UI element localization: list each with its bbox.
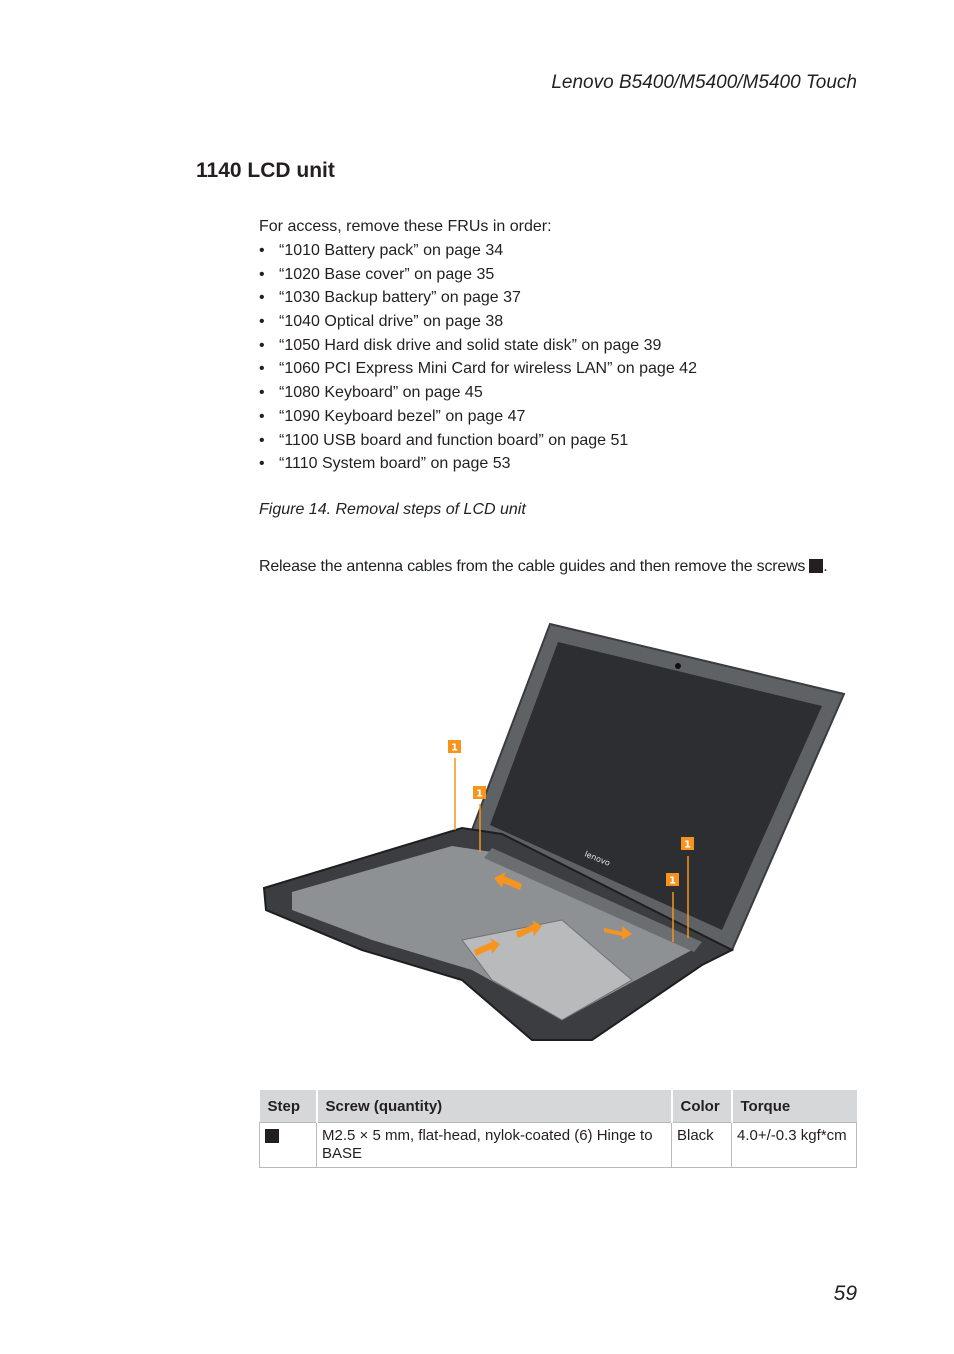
callout-1 [473, 786, 486, 799]
instruction-text: Release the antenna cables from the cabl… [259, 558, 828, 575]
fru-link[interactable]: “1030 Backup battery” on page 37 [279, 289, 521, 307]
callout-label: 1 [669, 876, 676, 887]
arrow-icon [494, 872, 522, 890]
list-item: • “1110 System board” on page 53 [259, 453, 697, 477]
running-header: Lenovo B5400/M5400/M5400 Touch [551, 72, 857, 93]
callout-label: 1 [451, 743, 458, 754]
step-square-icon [809, 559, 824, 573]
callout-1 [681, 837, 694, 850]
screw-table: Step Screw (quantity) Color Torque M2.5 … [259, 1090, 857, 1168]
list-item: • “1080 Keyboard” on page 45 [259, 382, 697, 406]
bullet: • [259, 265, 265, 283]
list-item: • “1060 PCI Express Mini Card for wireles… [259, 358, 697, 382]
fru-link[interactable]: “1020 Base cover” on page 35 [279, 265, 495, 283]
fru-link[interactable]: “1080 Keyboard” on page 45 [279, 384, 483, 402]
list-item: • “1090 Keyboard bezel” on page 47 [259, 406, 697, 430]
lcd-screen [490, 642, 822, 930]
fru-link[interactable]: “1110 System board” on page 53 [279, 455, 511, 473]
fru-link[interactable]: “1040 Optical drive” on page 38 [279, 313, 504, 331]
callout-1 [448, 740, 461, 753]
list-item: • “1020 Base cover” on page 35 [259, 264, 697, 288]
bullet: • [259, 313, 265, 331]
torque-cell: 4.0+/-0.3 kgf*cm [731, 1122, 857, 1168]
callout-label: 1 [476, 789, 483, 800]
arrow-icon [516, 920, 542, 938]
table-header-row: Step Screw (quantity) Color Torque [259, 1090, 857, 1123]
section-title: 1140 LCD unit [196, 159, 335, 182]
bullet: • [259, 289, 265, 307]
bullet: • [259, 407, 265, 425]
fru-link[interactable]: “1010 Battery pack” on page 34 [279, 242, 504, 259]
screw-cell: M2.5 × 5 mm, flat-head, nylok-coated (6)… [316, 1122, 672, 1168]
bullet: • [259, 242, 265, 259]
step-cell [259, 1122, 317, 1168]
fru-link[interactable]: “1050 Hard disk drive and solid state di… [279, 336, 662, 354]
col-step: Step [259, 1090, 318, 1123]
bullet: • [259, 360, 265, 378]
arrow-icon [604, 926, 632, 940]
fru-link[interactable]: “1090 Keyboard bezel” on page 47 [279, 407, 526, 425]
list-item: • “1010 Battery pack” on page 34 [259, 240, 697, 264]
bullet: • [259, 455, 265, 473]
table-row: M2.5 × 5 mm, flat-head, nylok-coated (6)… [259, 1122, 857, 1168]
step-square-icon [265, 1129, 279, 1143]
bullet: • [259, 384, 265, 402]
figure-caption: Figure 14. Removal steps of LCD unit [259, 501, 526, 518]
arrow-icon [474, 938, 500, 956]
hinge-bar [484, 848, 702, 952]
list-item: • “1030 Backup battery” on page 37 [259, 287, 697, 311]
bullet: • [259, 336, 265, 354]
col-screw: Screw (quantity) [316, 1090, 673, 1123]
color-cell: Black [671, 1122, 732, 1168]
webcam-icon [675, 663, 681, 669]
list-item: • “1050 Hard disk drive and solid state d… [259, 335, 697, 359]
fru-list: • “1010 Battery pack” on page 34 • “1020 B… [259, 240, 697, 477]
fru-link[interactable]: “1060 PCI Express Mini Card for wireless… [279, 360, 697, 378]
list-item: • “1040 Optical drive” on page 38 [259, 311, 697, 335]
list-item: • “1100 USB board and function board” on … [259, 430, 697, 454]
callout-label: 1 [684, 840, 691, 851]
fru-link[interactable]: “1100 USB board and function board” on p… [279, 431, 629, 449]
callout-1 [666, 873, 679, 886]
hdd-bay [461, 919, 633, 1021]
bullet: • [259, 431, 265, 449]
col-torque: Torque [731, 1090, 857, 1123]
laptop-illustration: lenovo 1 1 1 1 [262, 622, 846, 1041]
page-number: 59 [833, 1282, 857, 1305]
col-color: Color [671, 1090, 733, 1123]
intro-text: For access, remove these FRUs in order: [259, 218, 552, 235]
